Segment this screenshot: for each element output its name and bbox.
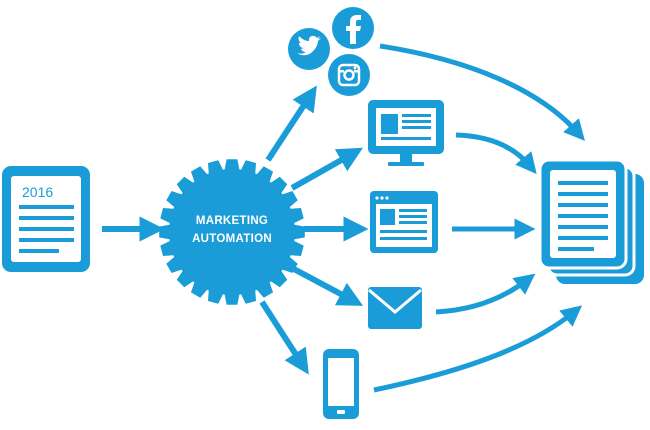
source-document-icon: 2016	[2, 166, 90, 272]
instagram-icon	[328, 54, 370, 96]
twitter-icon	[288, 28, 330, 70]
source-year-label: 2016	[22, 184, 53, 200]
web-page-icon	[370, 191, 438, 253]
facebook-icon	[332, 7, 374, 49]
arrow-mobile-to-output	[373, 305, 583, 393]
email-envelope-icon	[368, 287, 422, 329]
social-icons-cluster	[288, 7, 374, 96]
display-monitor-icon	[368, 100, 444, 166]
arrow-hub-to-mobile	[259, 300, 309, 375]
output-document-stack-icon	[538, 158, 644, 284]
arrow-hub-to-email	[290, 265, 364, 306]
hub-label-line1: MARKETING	[196, 215, 268, 227]
hub-label-line2: AUTOMATION	[192, 233, 272, 245]
arrow-social-to-output	[379, 43, 585, 141]
arrow-email-to-output	[435, 273, 536, 315]
arrow-hub-to-display	[290, 147, 363, 191]
mobile-phone-icon	[323, 349, 359, 419]
arrow-hub-to-social	[265, 85, 317, 162]
arrow-display-to-output	[455, 132, 537, 175]
gear-icon: MARKETING AUTOMATION	[159, 159, 305, 305]
